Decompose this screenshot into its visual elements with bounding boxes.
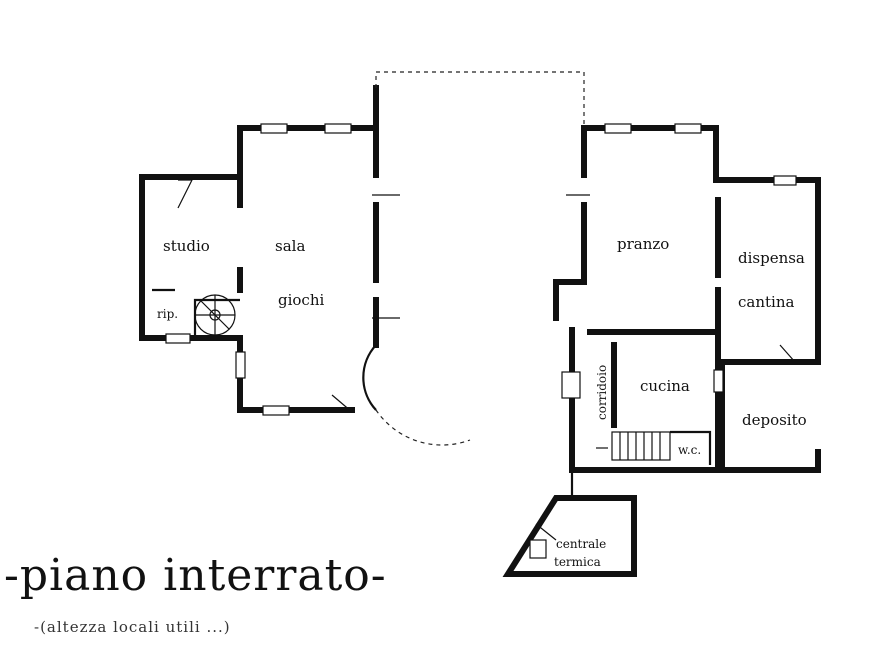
plan-subtitle: -(altezza locali utili ...)	[34, 618, 231, 636]
room-label-dispensa: dispensa	[738, 249, 805, 267]
room-label-corridoio: corridoio	[595, 365, 609, 420]
right-wing	[502, 123, 821, 577]
courtyard-outline	[375, 71, 585, 128]
room-label-cantina: cantina	[738, 293, 794, 311]
room-label-pranzo: pranzo	[617, 235, 669, 253]
room-label-rip: rip.	[157, 307, 178, 321]
room-label-giochi: giochi	[278, 291, 324, 309]
window	[260, 123, 288, 134]
window	[165, 333, 191, 344]
window	[604, 123, 632, 134]
window	[713, 369, 724, 393]
window	[324, 123, 352, 134]
window	[235, 351, 246, 379]
window	[262, 405, 290, 416]
room-label-cucina: cucina	[640, 377, 690, 395]
window	[773, 175, 797, 186]
room-label-sala: sala	[275, 237, 305, 255]
window	[529, 539, 547, 559]
room-label-centrale: centrale	[556, 537, 606, 551]
room-label-deposito: deposito	[742, 411, 807, 429]
plan-title: -piano interrato-	[4, 550, 387, 601]
window	[561, 371, 581, 399]
room-label-termica: termica	[554, 555, 601, 569]
room-label-studio: studio	[163, 237, 210, 255]
left-wing	[139, 85, 471, 446]
window	[674, 123, 702, 134]
kitchen-stair	[611, 431, 671, 461]
room-label-wc: w.c.	[678, 443, 701, 457]
